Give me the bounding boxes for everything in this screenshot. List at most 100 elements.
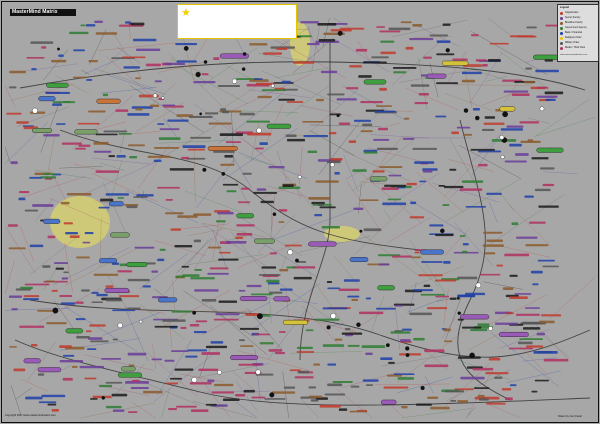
node-label [462,72,482,74]
connector-line [312,27,320,71]
node-label [40,176,56,178]
connector-line [49,168,65,200]
node-label [327,94,344,96]
node-label [113,410,124,412]
node-label [61,202,70,205]
node-label [327,383,342,386]
node-label [205,112,218,114]
node-label [354,120,371,122]
connector-line [158,341,192,395]
node-label [269,292,282,294]
node-label [340,28,364,30]
connector-line [155,241,206,256]
node-label [106,382,123,384]
node-label [122,56,145,58]
node-label [171,228,181,230]
node-label [216,220,225,222]
node-label [157,187,180,189]
node-label [143,285,151,287]
node-label [414,161,434,164]
connector-line [466,408,474,418]
node-label [128,279,150,281]
node-label [78,145,90,147]
node-label [168,408,177,410]
node-label [379,88,387,91]
node-label [262,315,271,317]
symbol-node [217,370,221,374]
node-label [213,57,219,60]
node-label [174,368,193,370]
node-label [286,267,296,269]
node-label [25,284,50,286]
connector-line [5,226,36,274]
node-label [94,274,119,276]
node-label [128,411,137,413]
connector-line [454,223,493,266]
trunk-connector [60,130,420,250]
node-label [483,232,502,234]
hub-node [283,320,308,325]
node-label [88,337,103,340]
node-label [380,41,394,43]
connector-line [550,277,595,318]
node-label [382,202,406,205]
legend-swatch-icon [560,42,563,45]
node-label [470,329,487,331]
node-label [115,109,128,111]
node-label [75,148,86,150]
node-label [421,261,443,263]
node-label [94,21,103,23]
node-label [380,52,395,55]
node-label [219,252,231,254]
node-label [166,383,178,385]
node-label [106,299,122,302]
connector-line [410,266,463,287]
node-label [180,327,186,329]
hub-node [118,373,142,378]
node-label [174,245,192,247]
node-label [54,262,68,264]
node-label [206,404,217,406]
node-label [217,212,233,215]
node-label [505,312,514,314]
node-label [535,189,551,191]
node-label [262,89,286,91]
node-label [29,177,41,179]
node-label [254,78,263,80]
node-label [13,369,25,372]
node-label [207,380,214,383]
node-label [239,290,246,292]
connector-line [97,48,124,77]
connector-line [272,193,275,231]
node-label [311,399,319,401]
connector-line [138,145,169,189]
node-label [155,326,178,328]
connector-line [158,140,232,143]
connector-line [383,209,390,220]
node-label [117,155,126,158]
node-label [214,384,233,386]
symbol-node [53,308,59,314]
connector-line [375,384,449,385]
connector-line [5,260,15,294]
node-label [517,36,537,38]
node-label [198,369,218,371]
node-label [258,96,272,98]
node-label [535,380,549,382]
symbol-node [386,343,390,347]
symbol-node [500,135,504,139]
node-label [511,222,518,225]
node-label [414,252,419,254]
node-label [62,143,82,145]
node-label [211,341,224,343]
node-label [287,139,305,142]
node-label [136,194,153,196]
connector-line [219,62,263,86]
node-label [329,132,337,134]
node-label [297,347,313,349]
node-label [151,270,158,272]
node-label [294,277,312,279]
connector-line [345,302,399,335]
node-label [195,269,202,271]
connector-line [176,238,212,273]
